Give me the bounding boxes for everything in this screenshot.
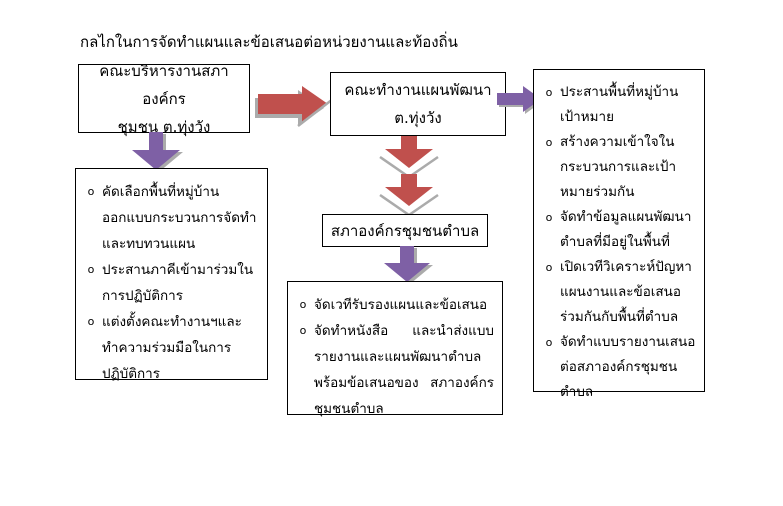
list-item: o จัดเวทีรับรองแผนและข้อเสนอ bbox=[292, 292, 494, 318]
arrow-down-red-striped-icon bbox=[379, 174, 439, 216]
bullet-icon: o bbox=[545, 261, 553, 274]
box-community-council-committee: คณะบริหารงานสภาองค์กร ชุมชน ต.ทุ่งวัง bbox=[78, 62, 250, 136]
left-task-text: แต่งตั้งคณะทำงานฯและทำความร่วมมือในการปฏ… bbox=[102, 314, 242, 382]
right-task-text: ประสานพื้นที่หมู่บ้านเป้าหมาย bbox=[560, 84, 679, 125]
right-task-text: จัดทำแบบรายงานเสนอต่อสภาองค์กรชุมชนตำบล bbox=[560, 334, 696, 400]
list-item: o คัดเลือกพื้นที่หมู่บ้านออกแบบกระบวนการ… bbox=[80, 179, 259, 257]
list-item: o สร้างความเข้าใจในกระบวนการและเป้าหมายร… bbox=[538, 130, 698, 205]
bullet-icon: o bbox=[299, 298, 307, 311]
arrow-down-purple-icon bbox=[132, 132, 183, 172]
box-development-plan-working-group: คณะทำงานแผนพัฒนา ต.ทุ่งวัง bbox=[330, 72, 506, 136]
right-task-text: จัดทำข้อมูลแผนพัฒนาตำบลที่มีอยู่ในพื้นที… bbox=[560, 209, 692, 250]
box-working-line1: คณะทำงานแผนพัฒนา bbox=[344, 81, 492, 99]
bullet-icon: o bbox=[87, 315, 95, 328]
arrow-down-red-striped-icon bbox=[379, 136, 439, 178]
bottom-task-text: จัดเวทีรับรองแผนและข้อเสนอ bbox=[314, 297, 488, 313]
bullet-icon: o bbox=[545, 136, 553, 149]
bullet-icon: o bbox=[299, 324, 307, 337]
list-item: o จัดทำแบบรายงานเสนอต่อสภาองค์กรชุมชนตำบ… bbox=[538, 330, 698, 405]
box-subdistrict-community-council: สภาองค์กรชุมชนตำบล bbox=[322, 214, 488, 247]
arrow-down-purple-icon bbox=[384, 246, 433, 284]
list-item: o แต่งตั้งคณะทำงานฯและทำความร่วมมือในการ… bbox=[80, 309, 259, 387]
arrow-right-red-icon bbox=[255, 86, 328, 126]
box-right-tasks: o ประสานพื้นที่หมู่บ้านเป้าหมาย o สร้างค… bbox=[533, 69, 705, 400]
list-item: o จัดทำหนังสือ และนำส่งแบบรายงานและแผนพั… bbox=[292, 318, 494, 422]
list-item: o ประสานพื้นที่หมู่บ้านเป้าหมาย bbox=[538, 80, 698, 130]
box-council-label: สภาองค์กรชุมชนตำบล bbox=[330, 221, 480, 240]
right-task-text: สร้างความเข้าใจในกระบวนการและเป้าหมายร่ว… bbox=[560, 134, 677, 200]
bottom-task-text: จัดทำหนังสือ และนำส่งแบบรายงานและแผนพัฒน… bbox=[314, 323, 494, 417]
right-task-text: เปิดเวทีวิเคราะห์ปัญหาแผนงานและข้อเสนอร่… bbox=[560, 259, 692, 325]
list-item: o เปิดเวทีวิเคราะห์ปัญหาแผนงานและข้อเสนอ… bbox=[538, 255, 698, 330]
bullet-icon: o bbox=[87, 263, 95, 276]
box-left-tasks: o คัดเลือกพื้นที่หมู่บ้านออกแบบกระบวนการ… bbox=[75, 168, 268, 382]
bullet-icon: o bbox=[545, 211, 553, 224]
left-task-text: คัดเลือกพื้นที่หมู่บ้านออกแบบกระบวนการจั… bbox=[102, 184, 257, 252]
list-item: o จัดทำข้อมูลแผนพัฒนาตำบลที่มีอยู่ในพื้น… bbox=[538, 205, 698, 255]
diagram-title: กลไกในการจัดทำแผนและข้อเสนอต่อหน่วยงานแล… bbox=[80, 33, 458, 51]
bullet-icon: o bbox=[87, 185, 95, 198]
bullet-icon: o bbox=[545, 336, 553, 349]
bullet-icon: o bbox=[545, 86, 553, 99]
box-committee-line2: ชุมชน ต.ทุ่งวัง bbox=[117, 117, 211, 136]
list-item: o ประสานภาคีเข้ามาร่วมในการปฏิบัติการ bbox=[80, 257, 259, 309]
left-task-text: ประสานภาคีเข้ามาร่วมในการปฏิบัติการ bbox=[102, 262, 254, 304]
box-committee-line1: คณะบริหารงานสภาองค์กร bbox=[99, 61, 229, 108]
box-bottom-tasks: o จัดเวทีรับรองแผนและข้อเสนอ o จัดทำหนัง… bbox=[287, 281, 503, 417]
box-working-line2: ต.ทุ่งวัง bbox=[394, 109, 442, 127]
arrow-right-purple-icon bbox=[497, 86, 543, 114]
